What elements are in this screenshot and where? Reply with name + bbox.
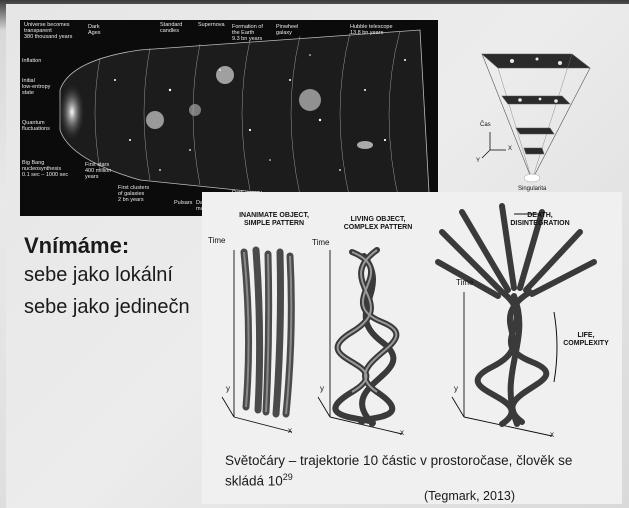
cosmic-timeline-graphic — [20, 20, 438, 216]
axis-x-3: x — [550, 430, 554, 439]
axis-y-3: y — [454, 384, 458, 393]
axis-time-1: Time — [208, 236, 225, 245]
cosmic-timeline-image: Universe becomes transparent 380 thousan… — [20, 20, 438, 216]
axis-x-1: x — [288, 426, 292, 435]
slide-heading: Vnímáme: — [24, 233, 129, 259]
label-first-stars: First stars 400 million years — [85, 162, 111, 180]
label-first-clusters: First clusters of galaxies 2 bn years — [118, 185, 149, 203]
slide-line-2: sebe jako jedinečn — [24, 296, 190, 319]
axis-x-2: x — [400, 428, 404, 437]
label-pinwheel: Pinwheel galaxy — [276, 24, 298, 36]
axis-time-2: Time — [312, 238, 329, 247]
figure-caption: Světočáry – trajektorie 10 částic v pros… — [225, 452, 615, 490]
panel-title-life: LIFE, COMPLEXITY — [556, 332, 616, 348]
label-universe-transparent: Universe becomes transparent 380 thousan… — [24, 22, 72, 40]
label-standard-candles: Standard candles — [160, 22, 182, 34]
label-dark-ages: Dark Ages — [88, 24, 101, 36]
label-low-entropy: Initial low-entropy state — [22, 78, 50, 96]
panel-title-living: LIVING OBJECT, COMPLEX PATTERN — [328, 216, 428, 232]
label-big-bang: Big Bang nucleosynthesis 0.1 sec – 1000 … — [22, 160, 68, 178]
cone-label-x: X — [508, 146, 512, 152]
axis-y-2: y — [320, 384, 324, 393]
cone-label-time: Čas — [480, 122, 491, 128]
caption-text: Světočáry – trajektorie 10 částic v pros… — [225, 453, 572, 489]
label-hubble: Hubble telescope 13.8 bn years — [350, 24, 393, 36]
label-pulsars: Pulsars — [174, 200, 192, 206]
cone-label-y: Y — [476, 158, 480, 164]
axis-y-1: y — [226, 384, 230, 393]
label-formation-earth: Formation of the Earth 9.3 bn years — [232, 24, 263, 42]
label-quantum: Quantum fluctuations — [22, 120, 50, 132]
panel-title-death: DEATH, DISINTEGRATION — [490, 212, 590, 228]
spacetime-cone-diagram: Čas X Y Singularita — [462, 40, 612, 200]
panel-title-inanimate: INANIMATE OBJECT, SIMPLE PATTERN — [224, 212, 324, 228]
caption-exponent: 29 — [283, 472, 293, 482]
axis-time-3: Time — [456, 278, 473, 287]
slide-line-1: sebe jako lokální — [24, 264, 173, 287]
label-inflation: Inflation — [22, 58, 41, 64]
citation: (Tegmark, 2013) — [424, 489, 515, 503]
label-supernova: Supernova — [198, 22, 225, 28]
